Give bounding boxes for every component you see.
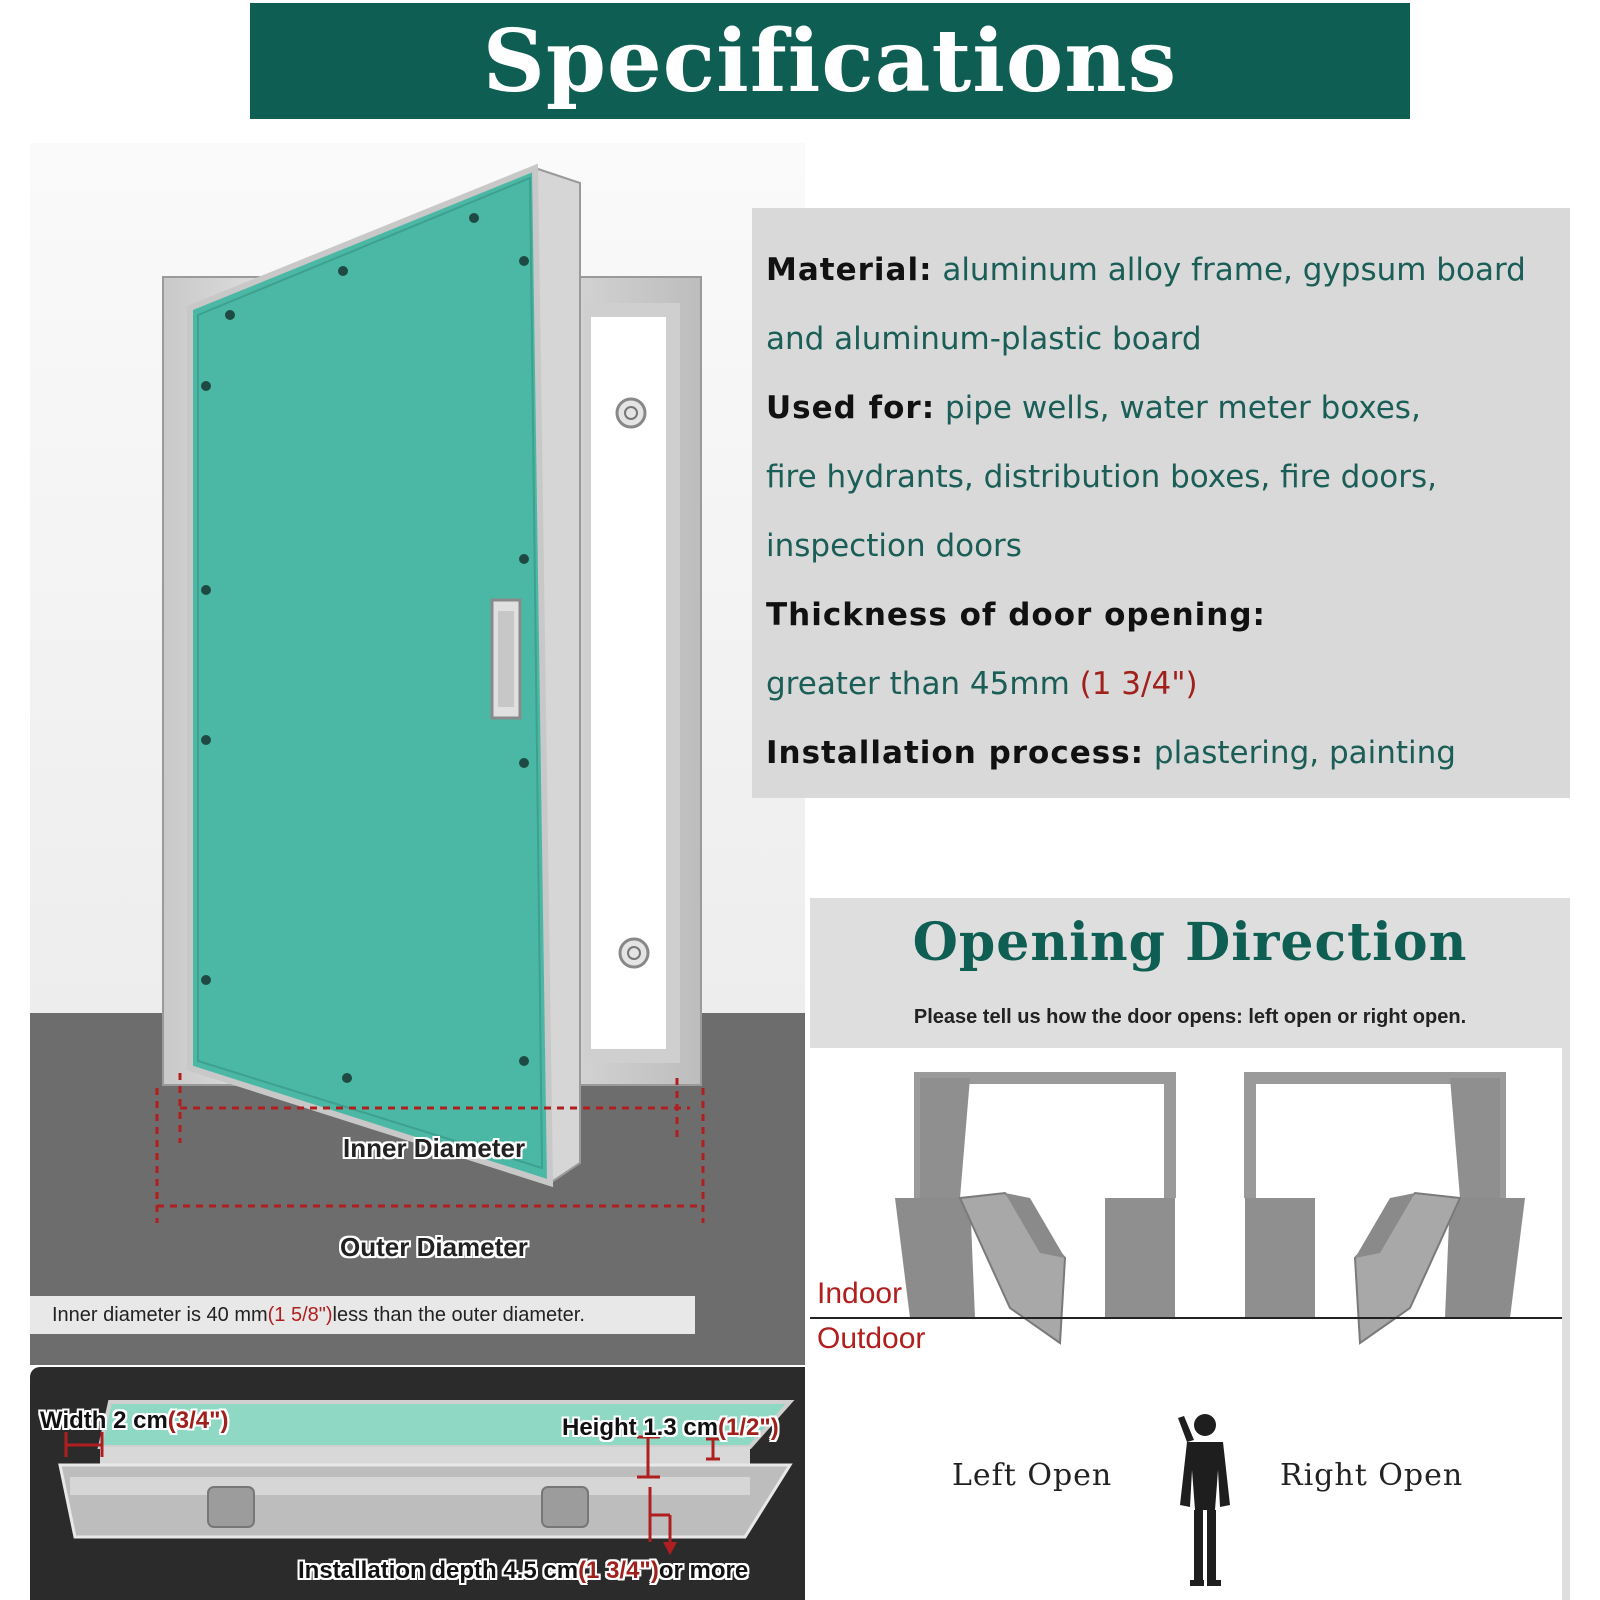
right-open-label: Right Open: [1280, 1458, 1464, 1493]
spec-material-cont: and aluminum-plastic board: [766, 321, 1202, 357]
height-label: Height 1.3 cm(1/2"): [562, 1414, 779, 1441]
opening-direction-header: [810, 898, 1570, 1048]
left-open-label: Left Open: [952, 1458, 1113, 1493]
door-panel-illustration: [155, 163, 705, 1223]
door-photo: [30, 143, 805, 1365]
door-direction-diagram: [810, 1072, 1562, 1345]
width-label: Width 2 cm(3/4"): [40, 1407, 229, 1434]
depth-label: Installation depth 4.5 cm(1 3/4")or more: [298, 1557, 749, 1584]
spec-used-for: Used for: pipe wells, water meter boxes,: [766, 390, 1421, 426]
note-prefix: Inner diameter is 40 mm: [52, 1303, 268, 1326]
opening-direction-title: Opening Direction: [912, 912, 1468, 973]
right-open-door: [1353, 1191, 1462, 1345]
opening-direction-subtitle: Please tell us how the door opens: left …: [913, 1006, 1467, 1028]
cross-section-illustration: [58, 1400, 795, 1555]
outer-diameter-label: Outer Diameter: [340, 1232, 528, 1262]
person-icon: [1178, 1414, 1230, 1586]
note-suffix: less than the outer diameter.: [332, 1303, 585, 1326]
spec-installation: Installation process: plastering, painti…: [766, 735, 1456, 771]
spec-used-for-cont: fire hydrants, distribution boxes, fire …: [766, 459, 1437, 495]
hinge-icon: [618, 937, 650, 969]
cross-section-photo: Width 2 cm(3/4") Height 1.3 cm(1/2") Ins…: [30, 1367, 805, 1600]
spec-thickness: Thickness of door opening:: [766, 597, 1266, 633]
spec-list: Material: aluminum alloy frame, gypsum b…: [752, 208, 1570, 798]
spec-used-for-cont: inspection doors: [766, 528, 1022, 564]
spec-material: Material: aluminum alloy frame, gypsum b…: [766, 252, 1526, 288]
door-jamb: [1105, 1198, 1175, 1318]
latch-icon: [207, 1486, 255, 1528]
latch-icon: [541, 1486, 589, 1528]
frame-opening: [585, 303, 680, 1063]
page-title: Specifications: [250, 3, 1410, 119]
outdoor-label: Outdoor: [817, 1322, 926, 1355]
door-panel: [187, 163, 554, 1188]
left-open-door: [958, 1191, 1067, 1345]
door-jamb: [1245, 1198, 1315, 1318]
note-highlight: (1 5/8"): [267, 1303, 333, 1326]
indoor-label: Indoor: [817, 1277, 903, 1310]
panel-edge: [1562, 1048, 1570, 1600]
spec-thickness-value: greater than 45mm (1 3/4"): [766, 666, 1198, 702]
diameter-note: Inner diameter is 40 mm(1 5/8") less tha…: [30, 1296, 695, 1334]
hinge-icon: [615, 397, 647, 429]
inner-diameter-label: Inner Diameter: [343, 1133, 526, 1163]
